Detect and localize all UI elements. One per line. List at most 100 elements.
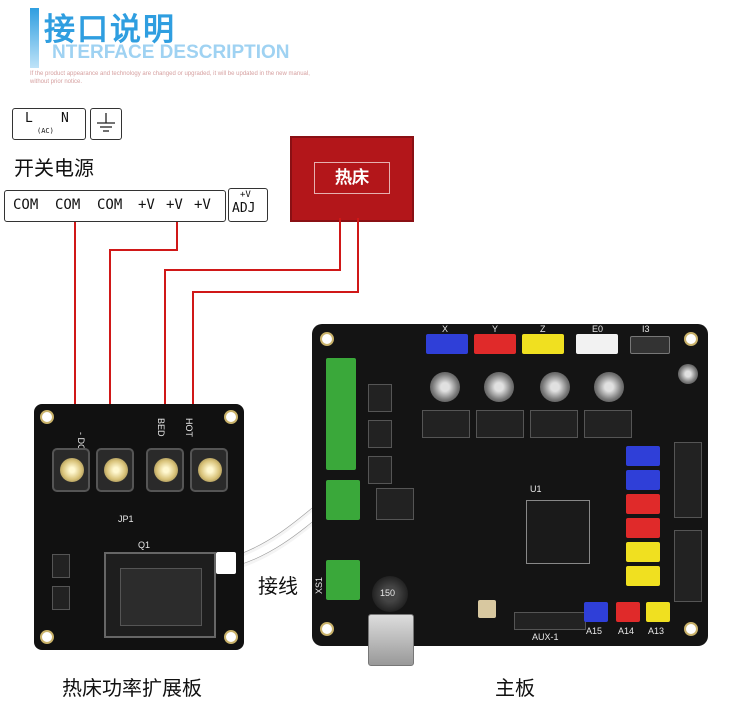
mount-hole [224, 410, 238, 424]
silk-u1: U1 [530, 484, 542, 494]
screw-terminal [190, 448, 228, 492]
screw-terminal [146, 448, 184, 492]
terminal-com-1: COM [13, 197, 39, 213]
screw-terminal [52, 448, 90, 492]
silk-y: Y [492, 324, 499, 334]
mos-board: - DC IN + BED HOT JP1 Q1 [34, 404, 244, 650]
capacitor [678, 364, 698, 384]
connector-a13 [646, 602, 670, 622]
heatbed-block: 热床 [290, 136, 414, 222]
terminal-v-1: +V [138, 197, 155, 213]
psu-terminal-strip: COM COM COM +V +V +V [4, 190, 226, 222]
main-board-caption: 主板 [495, 676, 535, 700]
silk-150: 150 [380, 588, 396, 598]
silk-a14: A14 [618, 626, 635, 636]
capacitor [540, 372, 570, 402]
page-subtitle: NTERFACE DESCRIPTION [52, 42, 290, 63]
silk-xs1: XS1 [314, 576, 324, 594]
terminal-com-2: COM [55, 197, 81, 213]
mosfet [368, 420, 392, 448]
driver-chip [530, 410, 578, 438]
connector-x [426, 334, 468, 354]
endstop-connector [626, 446, 660, 466]
terminal-v-2: +V [166, 197, 183, 213]
wiring-label: 接线 [258, 574, 298, 598]
ground-box [90, 108, 122, 140]
ac-sub-label: (AC) [37, 127, 54, 135]
driver-chip [584, 410, 632, 438]
wire-hot [192, 218, 359, 410]
smd-component [52, 554, 70, 578]
smd-component [52, 586, 70, 610]
psu-label: 开关电源 [14, 156, 94, 180]
silk-aux1: AUX-1 [532, 632, 559, 642]
silk-e0: E0 [592, 324, 604, 334]
mount-hole [684, 332, 698, 346]
heatbed-label: 热床 [314, 162, 390, 194]
terminal-v-3: +V [194, 197, 211, 213]
mount-hole [40, 410, 54, 424]
mount-hole [320, 332, 334, 346]
mount-hole [224, 630, 238, 644]
regulator [376, 488, 414, 520]
mount-hole [684, 622, 698, 636]
mosfet-heatsink [104, 552, 216, 638]
endstop-connector [626, 470, 660, 490]
main-board: X Y Z E0 I3 XS1 U1 150 AUX-1 A15 A14 A13 [312, 324, 708, 646]
endstop-connector [626, 542, 660, 562]
aux-header [514, 612, 586, 630]
connector-i3 [630, 336, 670, 354]
silk-x: X [442, 324, 449, 334]
connector-a14 [616, 602, 640, 622]
silk-z: Z [540, 324, 546, 334]
adj-bottom-label: ADJ [232, 201, 256, 216]
endstop-connector [626, 518, 660, 538]
silk-bed: BED [156, 418, 166, 437]
ac-l-label: L [25, 111, 33, 126]
connector-y [474, 334, 516, 354]
silk-jp1: JP1 [118, 514, 134, 524]
silk-hot: HOT [184, 418, 194, 437]
usb-connector [368, 614, 414, 666]
connector-e0 [576, 334, 618, 354]
wire-bed [164, 218, 341, 410]
exp-header [674, 442, 702, 518]
ac-n-label: N [61, 111, 69, 126]
page-note: If the product appearance and technology… [30, 71, 310, 85]
mos-board-caption: 热床功率扩展板 [62, 676, 202, 700]
ac-input-box: L N (AC) [12, 108, 86, 140]
inductor [372, 576, 408, 612]
terminal-com-3: COM [97, 197, 123, 213]
silk-i3: I3 [642, 324, 650, 334]
screw-terminal [96, 448, 134, 492]
silk-a15: A15 [586, 626, 603, 636]
page-title: 接口说明 [44, 12, 176, 48]
mount-hole [320, 622, 334, 636]
mount-hole [40, 630, 54, 644]
connector-a15 [584, 602, 608, 622]
connector-z [522, 334, 564, 354]
green-terminal-block [326, 358, 356, 470]
mosfet [368, 384, 392, 412]
green-terminal-xs [326, 560, 360, 600]
endstop-connector [626, 566, 660, 586]
mosfet [368, 456, 392, 484]
capacitor [594, 372, 624, 402]
adj-top-label: +V [240, 190, 251, 200]
green-terminal-power [326, 480, 360, 520]
silk-a13: A13 [648, 626, 665, 636]
adj-box: +V ADJ [228, 188, 268, 222]
capacitor [484, 372, 514, 402]
wire-connector [216, 552, 236, 574]
endstop-connector [626, 494, 660, 514]
reset-button [478, 600, 496, 618]
driver-chip [476, 410, 524, 438]
title-accent-bar [30, 8, 39, 68]
capacitor [430, 372, 460, 402]
mcu-chip [526, 500, 590, 564]
ground-icon [97, 113, 115, 132]
driver-chip [422, 410, 470, 438]
silk-q1: Q1 [138, 540, 151, 550]
exp-header [674, 530, 702, 602]
wire-v [109, 222, 178, 410]
